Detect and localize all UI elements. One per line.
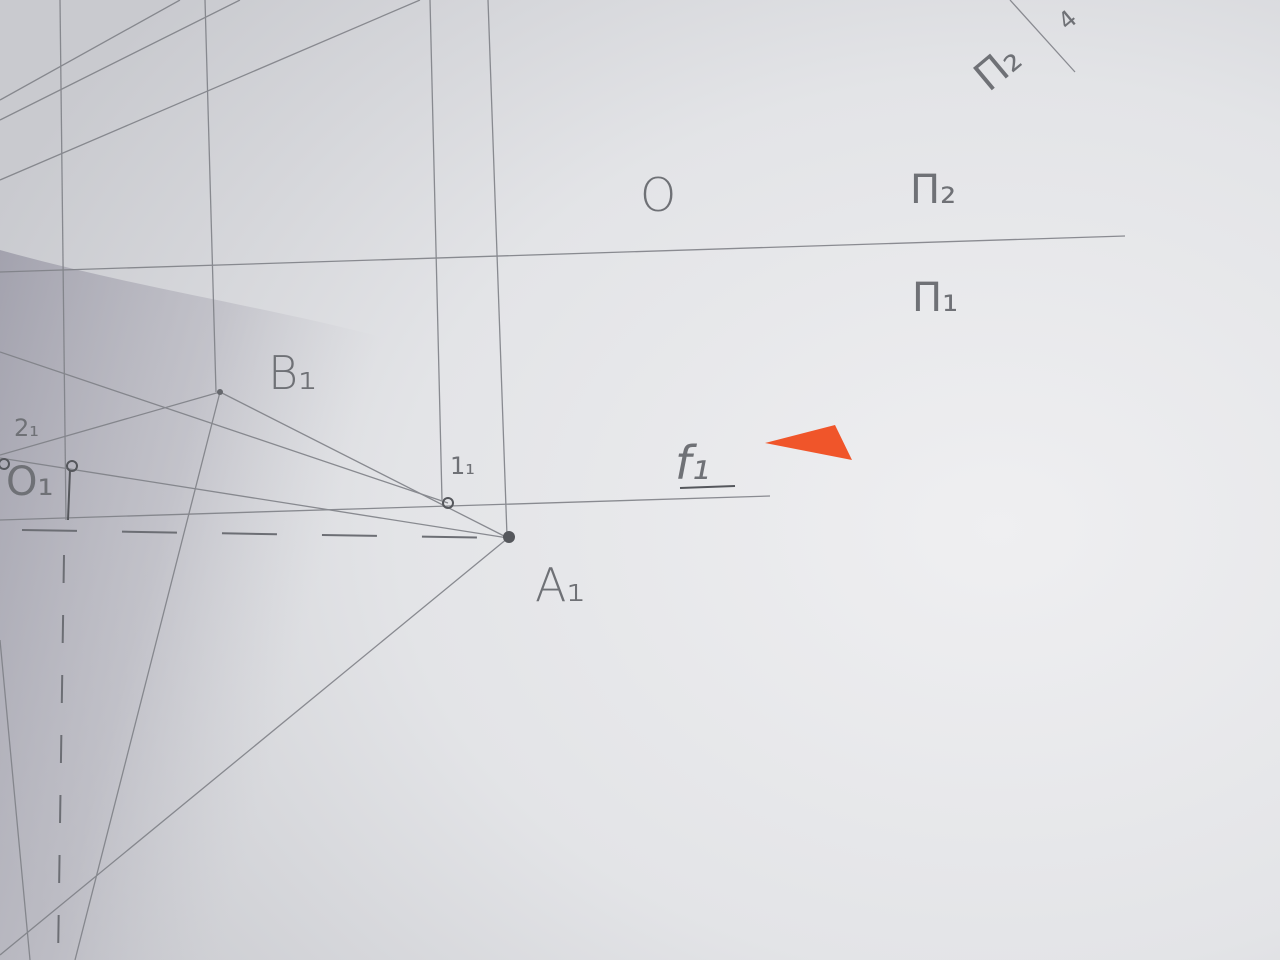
vertical-line-1 <box>59 0 67 521</box>
point-o1-dot <box>66 460 78 472</box>
point-b1-dot <box>217 389 223 395</box>
vertical-line-3 <box>429 0 443 501</box>
line-b1-left <box>0 391 221 456</box>
vertical-line-2 <box>204 0 217 393</box>
o1-stem <box>67 469 71 521</box>
label-origin: O <box>640 168 677 222</box>
diagonal-top-1 <box>0 0 241 121</box>
line-left-edge <box>0 639 31 960</box>
label-point-21: 2₁ <box>14 414 39 442</box>
label-plane-v: Π₂ <box>910 167 957 213</box>
point-a1-dot <box>503 531 515 543</box>
label-plane-h: Π₁ <box>912 275 959 321</box>
line-a1-down <box>0 537 509 956</box>
pi-divider-line <box>1009 0 1076 73</box>
diagonal-top-2 <box>0 0 181 101</box>
dashed-horizontal <box>21 529 506 539</box>
line-a1-left <box>0 457 509 539</box>
label-point-11: 1₁ <box>450 452 475 480</box>
line-b1-down <box>74 391 221 960</box>
paper-shadow <box>0 250 619 960</box>
point-11-dot <box>442 497 454 509</box>
diagonal-top-3 <box>0 0 421 181</box>
label-line-f1: f₁ <box>675 436 710 490</box>
axis-line <box>0 235 1126 273</box>
line-11-left <box>0 351 449 504</box>
label-point-a1: A₁ <box>535 558 585 612</box>
dashed-vertical <box>57 554 65 960</box>
label-point-o1: O₁ <box>6 459 54 505</box>
label-point-b1: B₁ <box>268 346 317 400</box>
horizontal-line-f <box>0 495 771 521</box>
line-b1-a1 <box>219 391 509 539</box>
point-o1-left-dot <box>0 458 10 470</box>
f1-underline <box>679 485 736 489</box>
vertical-line-4 <box>487 0 508 537</box>
orange-marker <box>765 425 852 460</box>
